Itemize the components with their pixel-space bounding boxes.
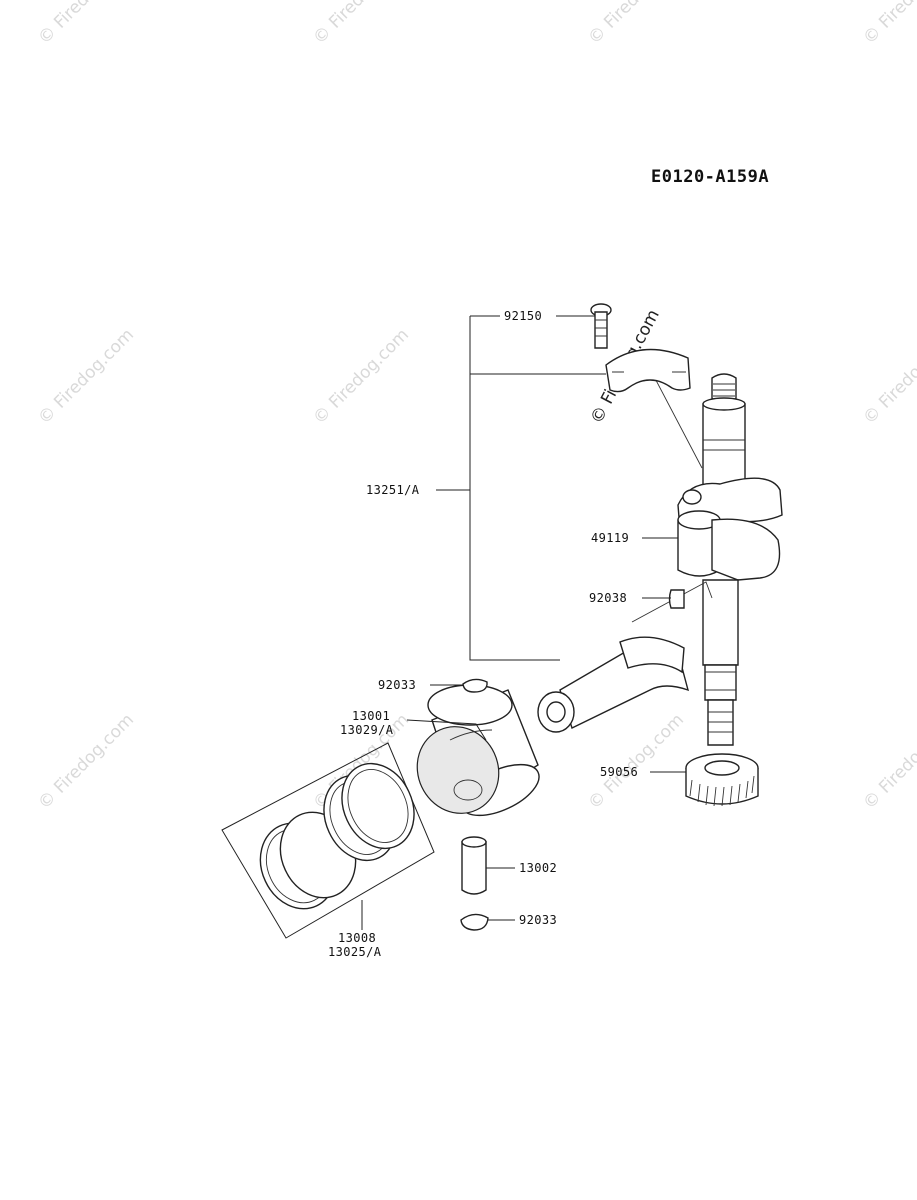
piston (416, 684, 540, 817)
watermark: © Firedog.com (584, 710, 688, 814)
rod-cap (605, 348, 691, 393)
diagram-code: E0120-A159A (651, 167, 769, 187)
callout-13025-a[interactable]: 13025/A (328, 945, 382, 959)
callout-13008[interactable]: 13008 (338, 931, 376, 945)
callout-92150[interactable]: 92150 (504, 309, 542, 323)
callout-labels: 92150 13251/A 49119 92038 92033 13001 13… (328, 309, 638, 959)
clip-top (462, 678, 488, 693)
callout-92033-bottom[interactable]: 92033 (519, 913, 557, 927)
watermark: © Firedog.com (34, 325, 138, 429)
watermark: © Firedog.com (309, 325, 413, 429)
clip-bottom (460, 913, 489, 931)
callout-13029-a[interactable]: 13029/A (340, 723, 394, 737)
callout-92038[interactable]: 92038 (589, 591, 627, 605)
crank-gear (685, 753, 759, 807)
woodruff-key (668, 589, 685, 609)
watermark: © Firedog.com (34, 710, 138, 814)
callout-13001[interactable]: 13001 (352, 709, 390, 723)
callout-49119[interactable]: 49119 (591, 531, 629, 545)
callout-59056[interactable]: 59056 (600, 765, 638, 779)
watermark: © Firedog.com (34, 0, 138, 49)
bolt-92150 (590, 303, 612, 349)
watermark: © Firedog.com (859, 0, 917, 49)
callout-92033-top[interactable]: 92033 (378, 678, 416, 692)
connecting-rod (537, 636, 690, 733)
ring-set (221, 742, 435, 939)
leader-lines (361, 315, 686, 930)
watermark: © Firedog.com (584, 0, 688, 49)
callout-13002[interactable]: 13002 (519, 861, 557, 875)
watermark: © Firedog.com (859, 710, 917, 814)
callout-13251-a[interactable]: 13251/A (366, 483, 420, 497)
crankshaft (631, 364, 783, 746)
watermark: © Firedog.com (309, 0, 413, 49)
watermark: © Firedog.com (859, 325, 917, 429)
piston-pin (461, 836, 487, 895)
